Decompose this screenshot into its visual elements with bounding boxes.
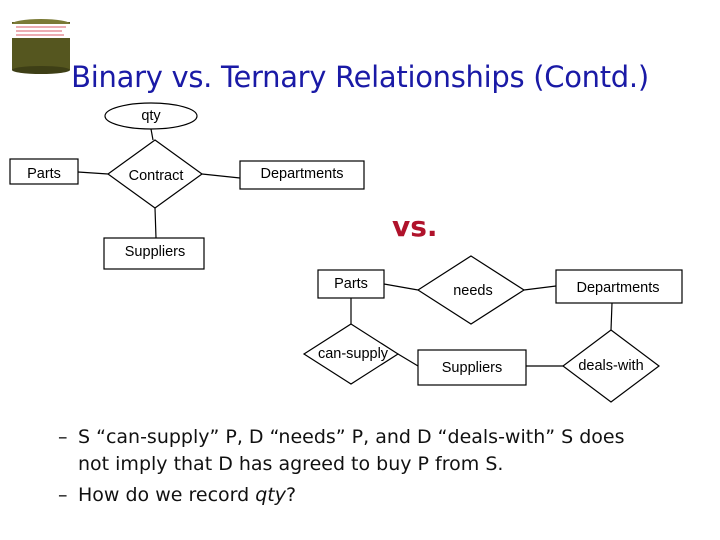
relationship-contract-label: Contract [129,168,184,184]
entity-departments-label: Departments [260,166,343,182]
entity-departments-shape [239,160,365,190]
relationship-deals-with-shape [562,329,660,403]
relationship-deals-with-label: deals-with [578,358,643,374]
entity-parts-shape [9,158,79,185]
logo-icon [12,19,70,74]
bullet-text-suffix: ? [285,484,297,506]
entity-departments2-label: Departments [576,280,659,296]
relationship-can-supply-label: can-supply [318,346,389,362]
page-title: Binary vs. Ternary Relationships (Contd.… [71,60,649,94]
entity-suppliers-shape [103,237,205,270]
entity-parts2-label: Parts [334,276,368,292]
relationship-needs-shape [416,255,526,325]
bullet-text-line2: not imply that D has agreed to buy P fro… [78,453,504,475]
entity-suppliers-label: Suppliers [125,244,185,260]
bullet-text-line1: S “can-supply” P, D “needs” P, and D “de… [78,426,625,448]
bullet-list: – S “can-supply” P, D “needs” P, and D “… [58,424,718,509]
attribute-qty-label: qty [141,108,161,124]
entity-suppliers2-label: Suppliers [442,360,502,376]
bullet-item: – How do we record qty? [58,482,718,509]
entity-suppliers2-shape [417,349,527,386]
entity-departments2-shape [555,269,683,304]
relationship-needs-label: needs [453,283,493,299]
bullet-item: – S “can-supply” P, D “needs” P, and D “… [58,424,718,478]
bullet-dash: – [58,484,68,506]
entity-parts-label: Parts [27,166,61,182]
bullet-dash: – [58,426,68,448]
bullet-text-emph: qty [255,484,286,506]
bullet-text-prefix: How do we record [78,484,256,506]
vs-label: vs. [392,210,438,243]
relationship-can-supply-shape [302,323,400,385]
